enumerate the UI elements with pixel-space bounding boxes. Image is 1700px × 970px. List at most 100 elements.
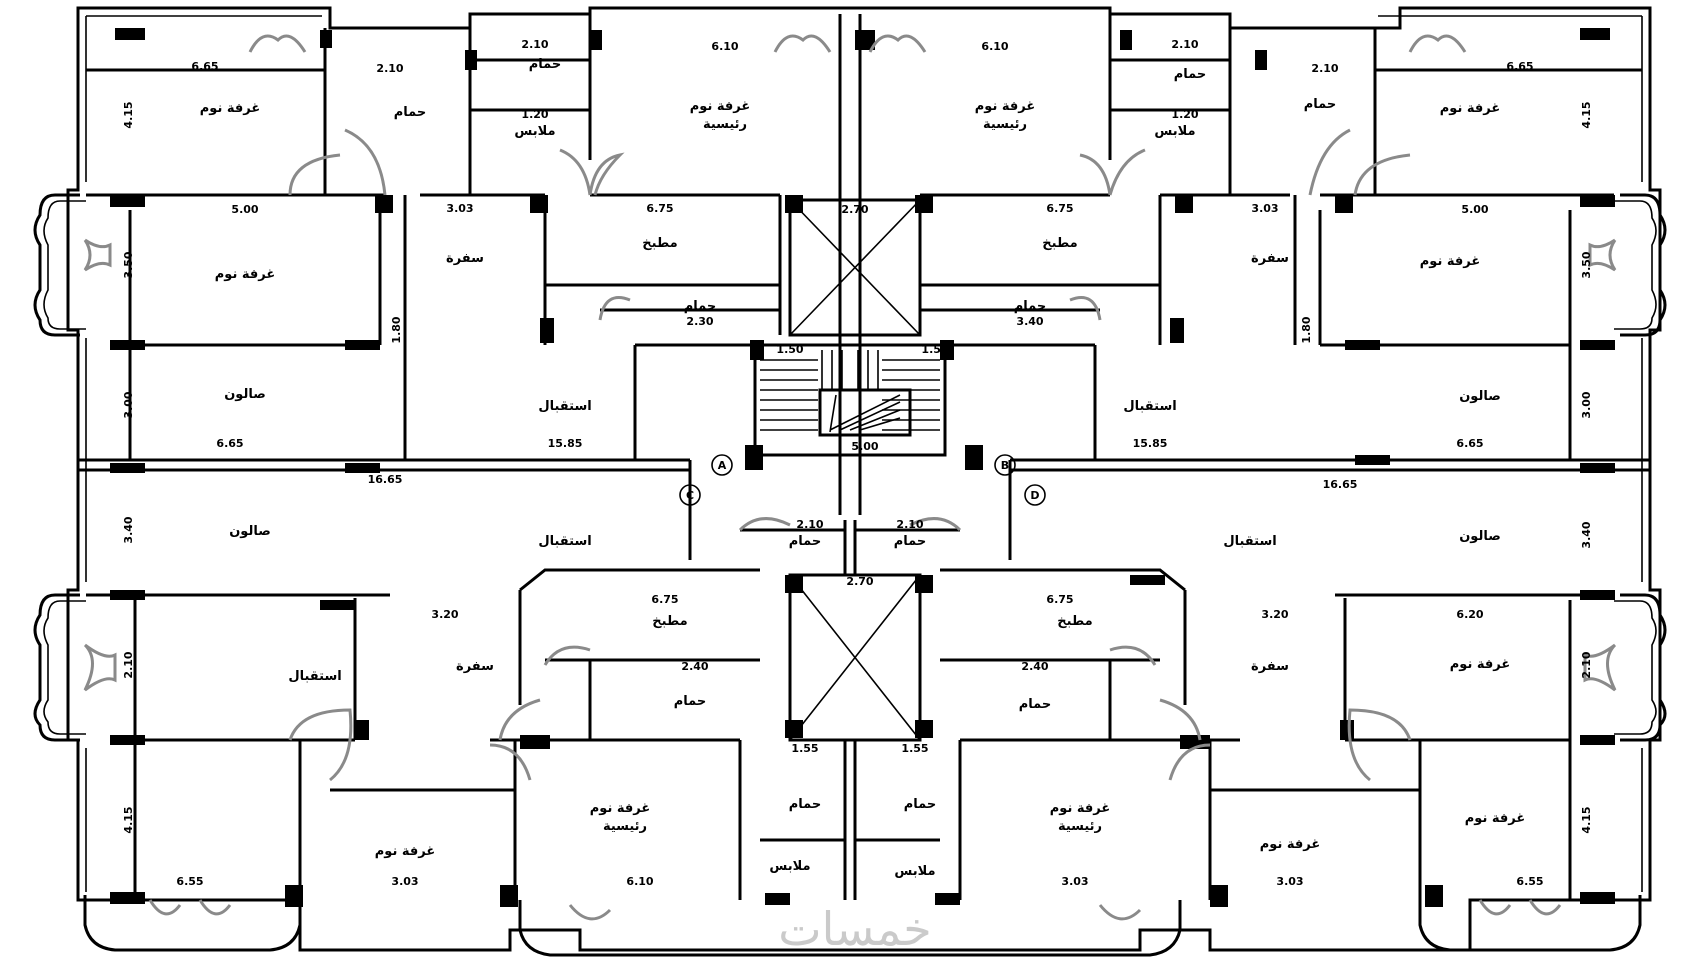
label-reception-bl2: استقبال — [288, 669, 341, 684]
label-master-br2: رئيسية — [1058, 819, 1102, 834]
dim-vert-l5: 2.10 — [122, 651, 135, 678]
dim-top-left: 6.65 — [191, 60, 218, 73]
label-bathroom-ml: حمام — [684, 299, 717, 314]
dim-top-mbr: 6.10 — [981, 40, 1008, 53]
label-bedroom-tl: غرفة نوم — [200, 101, 260, 116]
marker-b: B — [1001, 459, 1009, 472]
dim-top-right: 6.65 — [1506, 60, 1533, 73]
room-labels: غرفة نوم حمام حمام ملابس غرفة نوم رئيسية… — [200, 57, 1525, 879]
label-kitchen-br: مطبخ — [1057, 614, 1092, 629]
label-reception-bl: استقبال — [538, 534, 591, 549]
label-master-tr2: رئيسية — [983, 117, 1027, 132]
label-kitchen-bl: مطبخ — [652, 614, 687, 629]
label-dressing-bl: ملابس — [769, 859, 810, 874]
dim-top-bath3: 2.10 — [1171, 38, 1198, 51]
dim-top-bath2: 2.10 — [521, 38, 548, 51]
label-bedroom-ml: غرفة نوم — [215, 267, 275, 282]
dim-lift-t: 2.70 — [841, 203, 868, 216]
dim-lift-b: 2.70 — [846, 575, 873, 588]
label-dining-mr: سفرة — [1251, 251, 1289, 266]
label-bathroom-tl: حمام — [394, 105, 427, 120]
dim-stair-l: 1.50 — [776, 343, 803, 356]
dim-rec-tl: 15.85 — [548, 437, 583, 450]
label-master-bl1: غرفة نوم — [590, 801, 650, 816]
marker-a: A — [718, 459, 727, 472]
label-bathroom-tr: حمام — [1304, 97, 1337, 112]
dim-din-mr: 3.03 — [1251, 202, 1278, 215]
label-bathroom-br: حمام — [1019, 697, 1052, 712]
label-bathroom-bc1: حمام — [789, 534, 822, 549]
label-dining-ml: سفرة — [446, 251, 484, 266]
dim-bath-bl2: 1.55 — [791, 742, 818, 755]
dim-bath-bl: 2.40 — [681, 660, 708, 673]
dim-dress-t2: 1.20 — [1171, 108, 1198, 121]
balconies — [33, 193, 1667, 957]
dim-bed-mr: 5.00 — [1461, 203, 1488, 216]
label-master-tr1: غرفة نوم — [975, 99, 1035, 114]
label-dining-br: سفرة — [1251, 659, 1289, 674]
dimension-labels: 6.65 2.10 2.10 6.10 6.10 2.10 2.10 6.65 … — [122, 38, 1593, 888]
label-salon-tr: صالون — [1459, 389, 1501, 404]
structural-columns — [110, 28, 1615, 907]
dim-vert-r1: 4.15 — [1580, 101, 1593, 128]
dim-stair-b: 5.00 — [851, 440, 878, 453]
door-swings — [83, 34, 1617, 921]
dim-rec-tr: 15.85 — [1133, 437, 1168, 450]
dim-stair-r: 1.50 — [921, 343, 948, 356]
label-bathroom-mr: حمام — [1014, 299, 1047, 314]
label-bathroom-br2: حمام — [904, 797, 937, 812]
dim-vert-c2: 1.80 — [1300, 316, 1313, 343]
label-reception-br: استقبال — [1223, 534, 1276, 549]
label-salon-tl: صالون — [224, 387, 266, 402]
dim-mb-bl: 6.10 — [626, 875, 653, 888]
dim-top-bath4: 2.10 — [1311, 62, 1338, 75]
dim-salon-tr: 6.65 — [1456, 437, 1483, 450]
label-bedroom-br1: غرفة نوم — [1450, 657, 1510, 672]
label-bedroom-tr: غرفة نوم — [1440, 101, 1500, 116]
label-bedroom-mr: غرفة نوم — [1420, 254, 1480, 269]
dim-bed-br1: 6.20 — [1456, 608, 1483, 621]
label-bathroom-bl2: حمام — [789, 797, 822, 812]
dim-bath-bc1: 2.10 — [796, 518, 823, 531]
dim-salon-tl: 6.65 — [216, 437, 243, 450]
label-dining-bl: سفرة — [456, 659, 494, 674]
label-bedroom-br3: غرفة نوم — [1465, 811, 1525, 826]
dim-vert-r5: 2.10 — [1580, 651, 1593, 678]
label-salon-bl: صالون — [229, 524, 271, 539]
label-bedroom-br2: غرفة نوم — [1260, 837, 1320, 852]
dim-vert-r2: 3.50 — [1580, 251, 1593, 278]
elevator-shafts — [788, 198, 922, 742]
interior-walls-top — [86, 14, 1642, 515]
dim-vert-r3: 3.00 — [1580, 391, 1593, 418]
label-bedroom-bl: غرفة نوم — [375, 844, 435, 859]
label-bathroom-t2: حمام — [529, 57, 562, 72]
dim-corr-l: 16.65 — [368, 473, 403, 486]
marker-c: C — [686, 489, 694, 502]
label-master-bl2: رئيسية — [603, 819, 647, 834]
label-kitchen-mr: مطبخ — [1042, 236, 1077, 251]
marker-d: D — [1030, 489, 1039, 502]
label-bathroom-bc2: حمام — [894, 534, 927, 549]
label-reception-tl: استقبال — [538, 399, 591, 414]
label-master-tl2: رئيسية — [703, 117, 747, 132]
dim-top-mbl: 6.10 — [711, 40, 738, 53]
dim-vert-l1: 4.15 — [122, 101, 135, 128]
label-dressing-t1: ملابس — [514, 124, 555, 139]
dim-din-br: 3.20 — [1261, 608, 1288, 621]
dim-bed-br2-w: 3.03 — [1276, 875, 1303, 888]
dim-corr-r: 16.65 — [1323, 478, 1358, 491]
dim-vert-r6: 4.15 — [1580, 806, 1593, 833]
interior-walls-bottom — [86, 520, 1614, 900]
label-dressing-t2: ملابس — [1154, 124, 1195, 139]
label-bathroom-t3: حمام — [1174, 67, 1207, 82]
dim-mb-br: 3.03 — [1061, 875, 1088, 888]
dim-bed-bl-w: 3.03 — [391, 875, 418, 888]
dim-vert-r4: 3.40 — [1580, 521, 1593, 548]
dim-kit-bl: 6.75 — [651, 593, 678, 606]
grid-markers: A B C D — [679, 454, 1046, 506]
dim-bath-br2: 1.55 — [901, 742, 928, 755]
dim-kit-ml: 6.75 — [646, 202, 673, 215]
dim-bath-bc2: 2.10 — [896, 518, 923, 531]
dim-dress-t1: 1.20 — [521, 108, 548, 121]
